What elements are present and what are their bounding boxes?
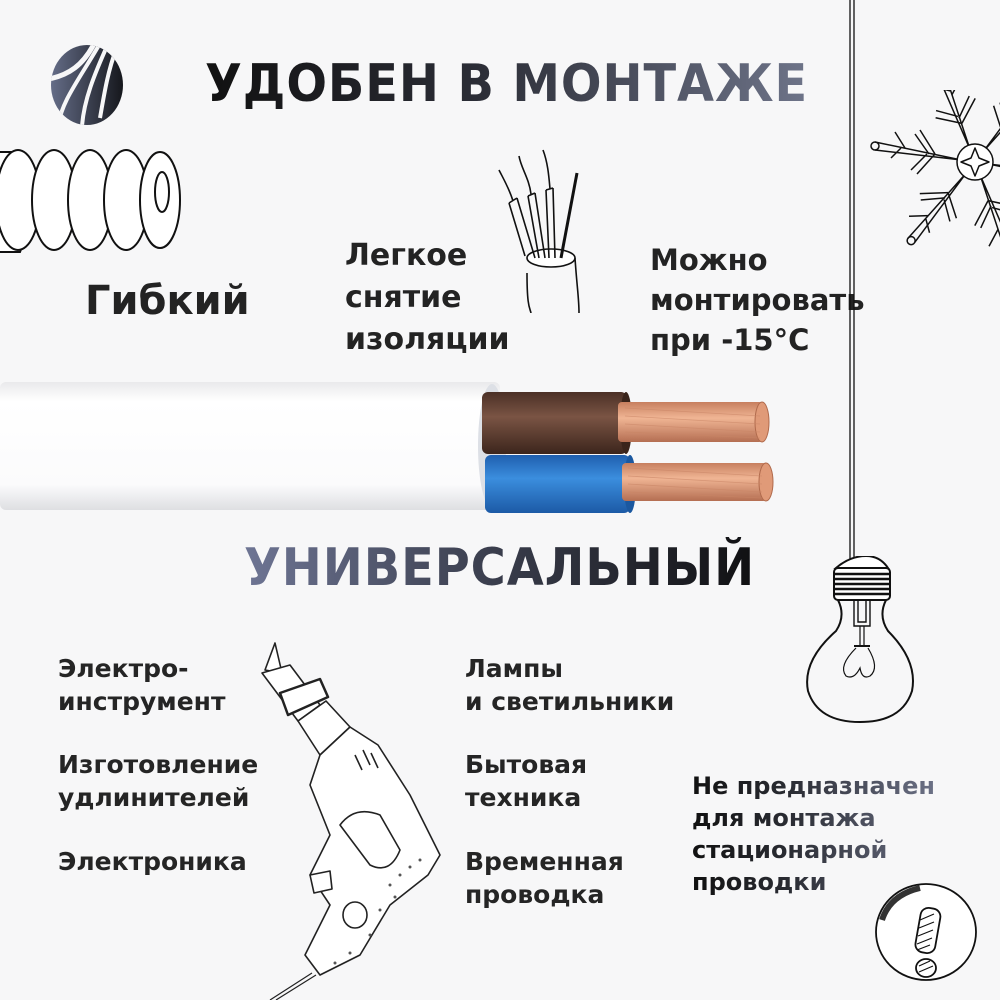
page-title: УДОБЕН В МОНТАЖЕ — [205, 54, 809, 114]
use-item-temporary-wiring: Временная проводка — [465, 847, 624, 909]
use-item-electronics: Электроника — [58, 847, 247, 876]
snowflake-icon — [865, 90, 1000, 255]
exclamation-circle-icon — [870, 880, 980, 985]
spring-icon — [0, 142, 185, 257]
feature-cold-install: Можно монтировать при -15°C — [650, 243, 865, 357]
use-item-appliances: Бытовая техника — [465, 750, 588, 812]
light-bulb-icon — [798, 556, 928, 724]
use-item-extensions: Изготовление удлинителей — [58, 750, 259, 812]
use-item-lamps: Лампы и светильники — [465, 654, 675, 716]
two-core-cable-image — [0, 380, 790, 515]
use-item-power-tools: Электро- инструмент — [58, 654, 226, 716]
feature-flexible: Гибкий — [85, 278, 250, 324]
feature-easy-strip: Легкое снятие изоляции — [345, 238, 510, 357]
brand-logo-icon — [44, 40, 130, 126]
stripped-wire-icon — [495, 148, 590, 313]
bulb-cord — [848, 0, 856, 560]
electric-drill-icon — [250, 635, 450, 1000]
section-title: УНИВЕРСАЛЬНЫЙ — [244, 538, 756, 598]
warning-note: Не предназначен для монтажа стационарной… — [692, 772, 935, 896]
